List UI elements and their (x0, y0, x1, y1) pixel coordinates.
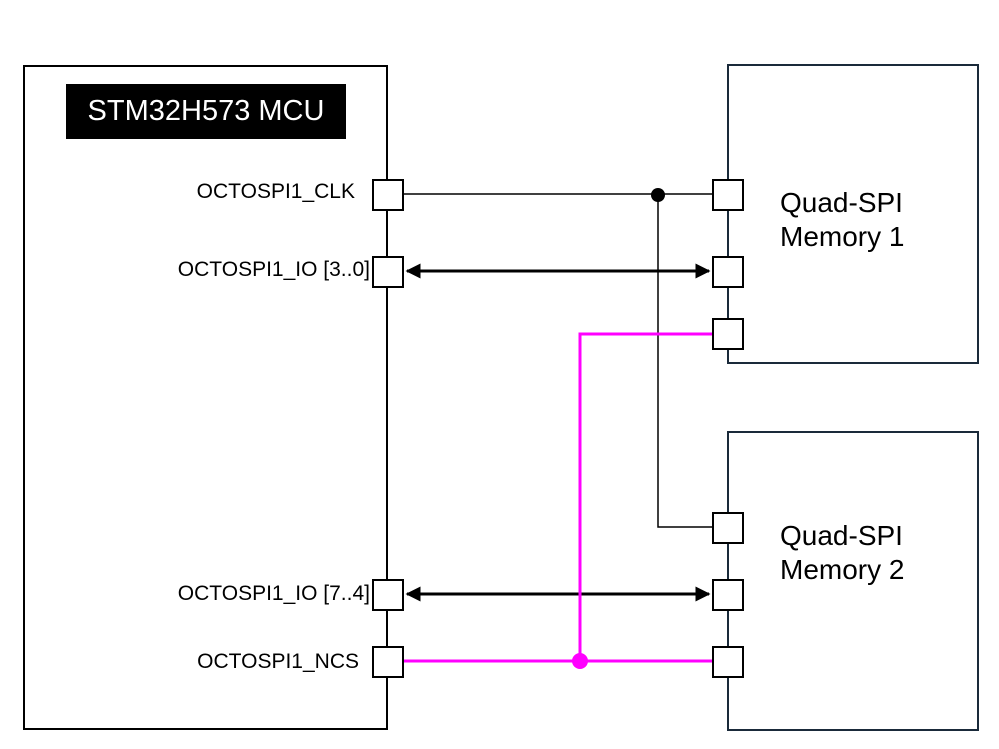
memory1-block (727, 64, 979, 364)
memory2-label-line2: Memory 2 (780, 554, 905, 585)
pin-label-io-high: OCTOSPI1_IO [7..4] (177, 582, 370, 605)
clk-branch-wire (657, 194, 713, 528)
memory1-label-line1: Quad-SPI (780, 187, 903, 218)
pin-label-clk: OCTOSPI1_CLK (196, 180, 355, 203)
mem2-pin-clk (712, 512, 744, 544)
mem2-pin-ncs (712, 646, 744, 678)
memory1-label: Quad-SPI Memory 1 (780, 186, 904, 254)
mcu-pin-ncs (372, 646, 404, 678)
memory1-label-line2: Memory 1 (780, 221, 905, 252)
mem2-pin-io (712, 579, 744, 611)
mcu-pin-io-high (372, 579, 404, 611)
clk-junction-dot (651, 188, 665, 202)
mem1-pin-io (712, 256, 744, 288)
ncs-branch-wire (578, 332, 713, 661)
mem1-pin-ncs (712, 318, 744, 350)
pin-label-io-low: OCTOSPI1_IO [3..0] (177, 258, 370, 281)
mcu-title: STM32H573 MCU (66, 84, 346, 139)
ncs-junction-dot (572, 653, 588, 669)
memory2-label-line1: Quad-SPI (780, 520, 903, 551)
memory2-block (727, 431, 979, 731)
mcu-pin-io-low (372, 256, 404, 288)
memory2-label: Quad-SPI Memory 2 (780, 519, 904, 587)
mem1-pin-clk (712, 179, 744, 211)
mcu-block (23, 65, 388, 730)
mcu-pin-clk (372, 179, 404, 211)
pin-label-ncs: OCTOSPI1_NCS (197, 650, 359, 673)
